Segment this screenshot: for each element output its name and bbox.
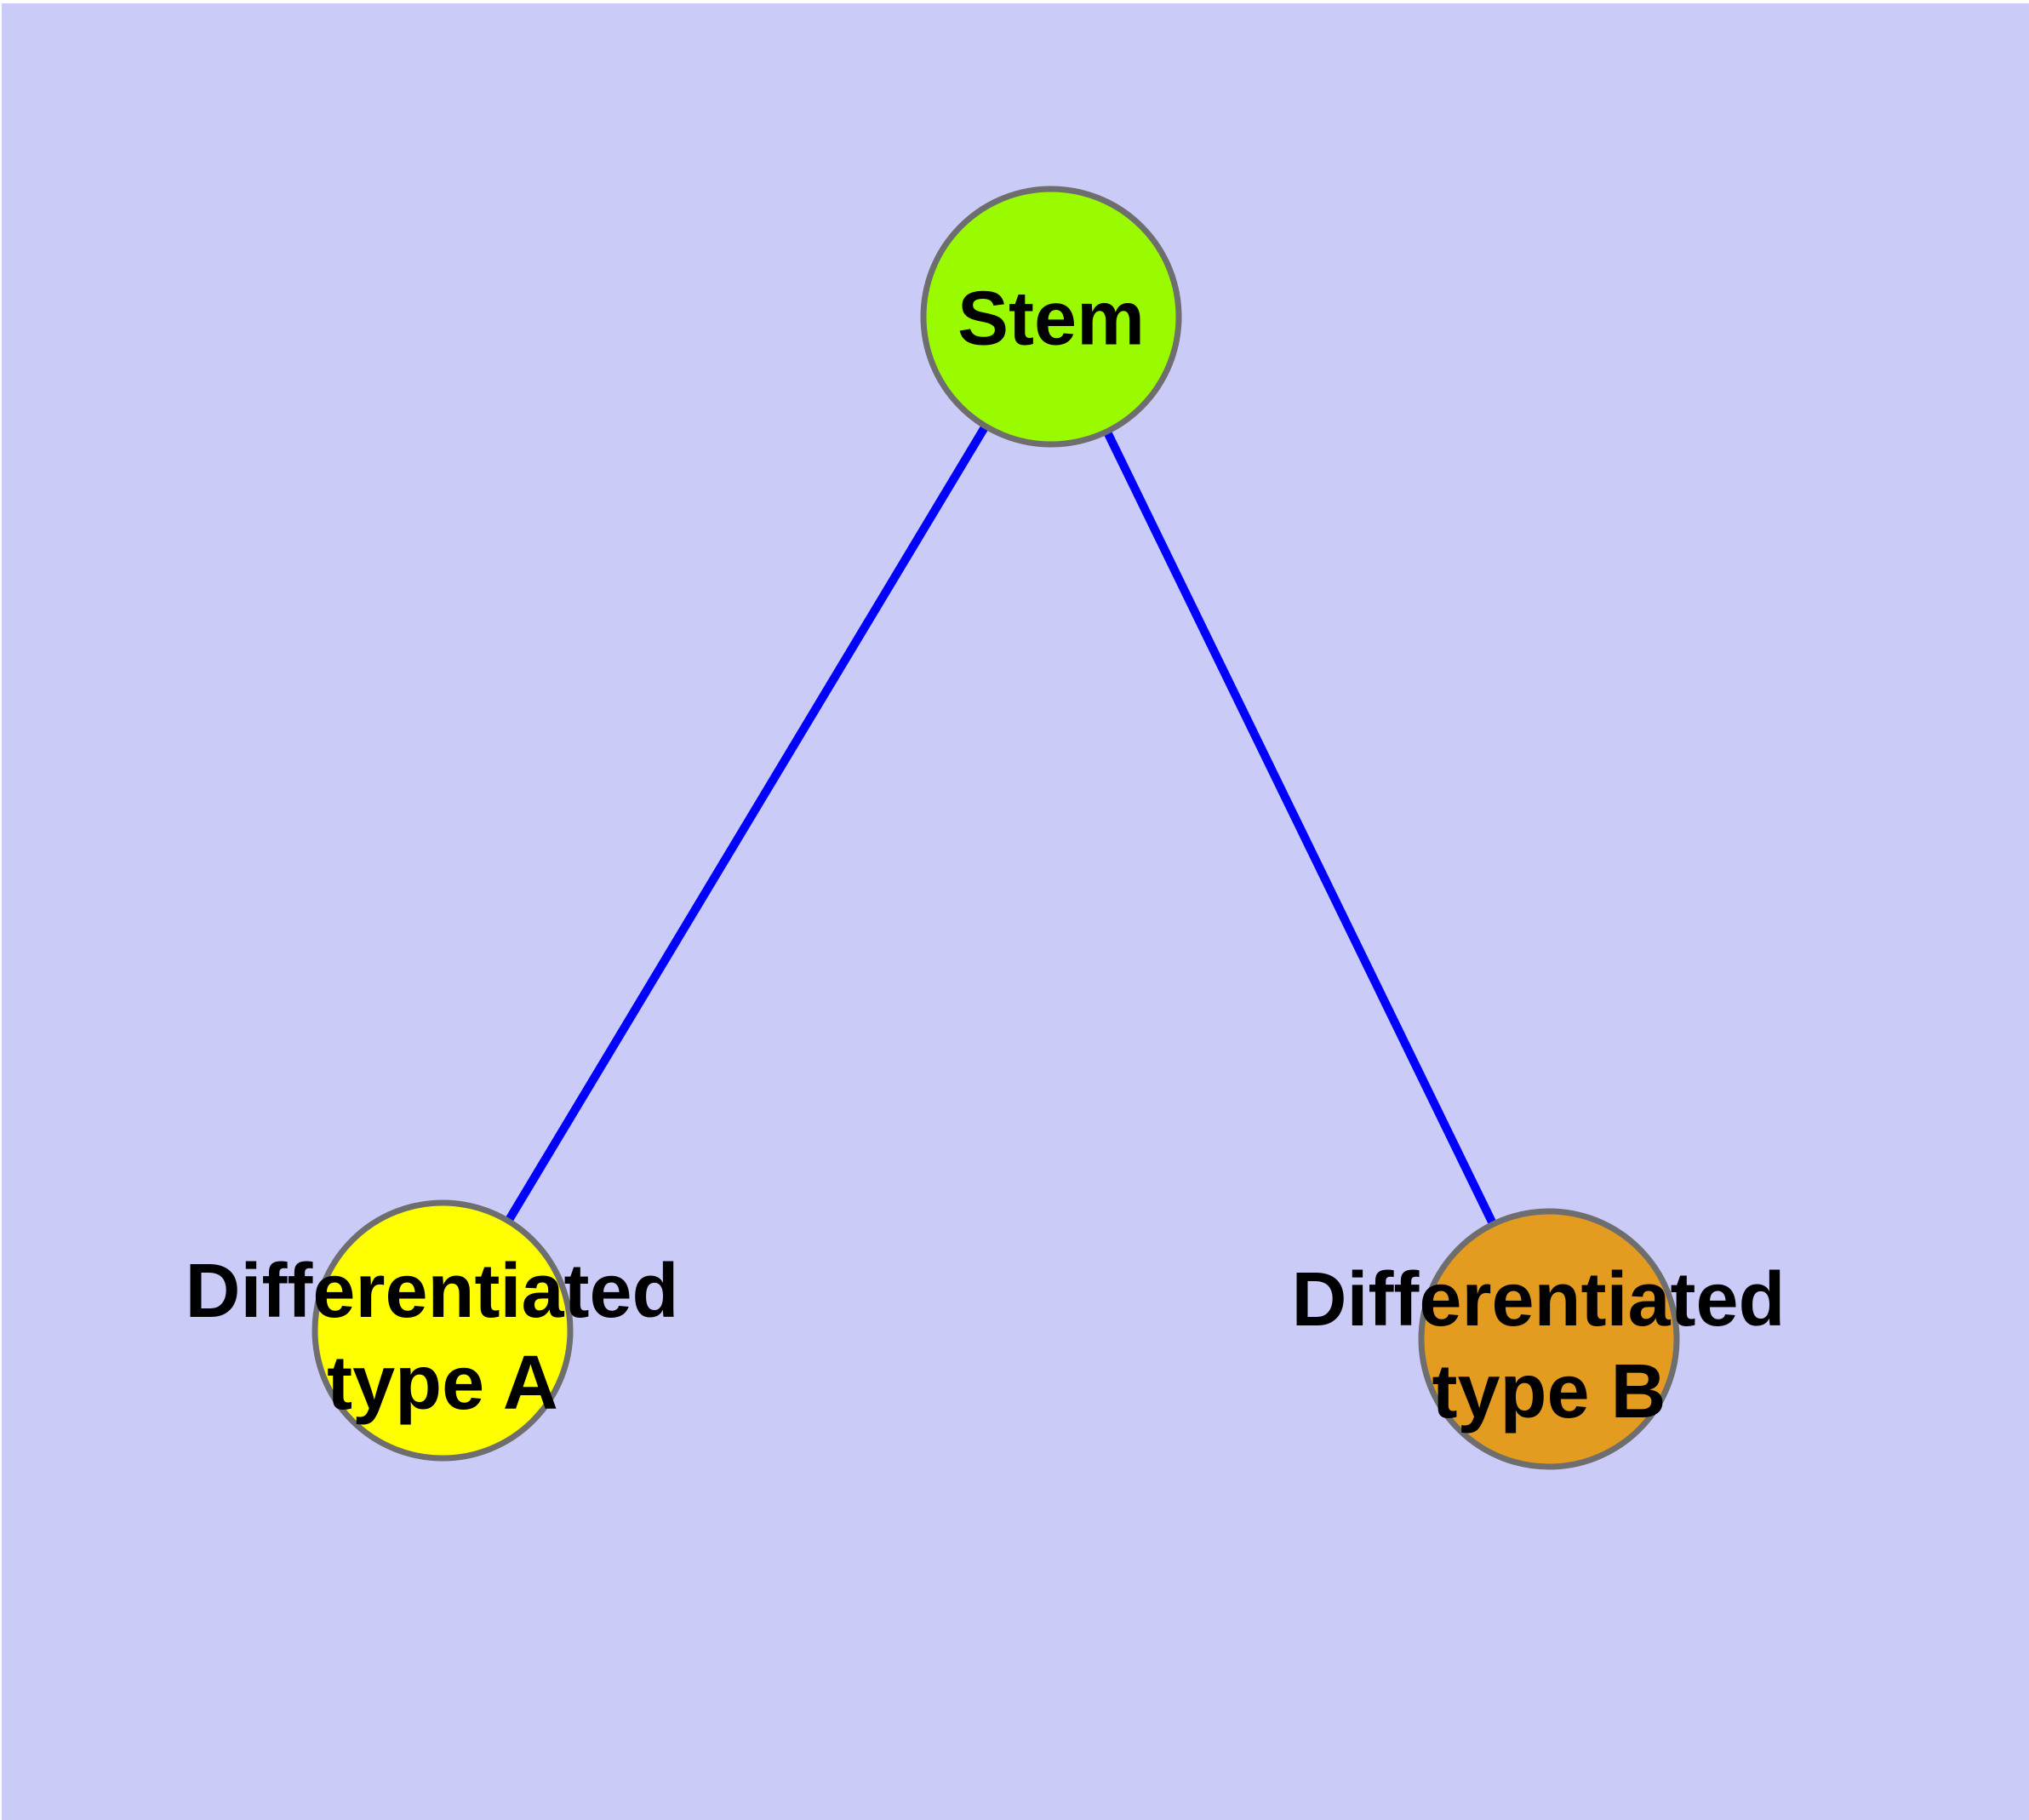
node-stem-label-line-1: Stem bbox=[957, 276, 1145, 361]
edge-stem-to-type-a bbox=[438, 314, 1055, 1333]
node-type-b-circle bbox=[1418, 1208, 1680, 1470]
node-type-b-label: Differentiated type B bbox=[1291, 1257, 1806, 1434]
node-type-a-label: Differentiated type A bbox=[185, 1249, 700, 1426]
node-stem-circle bbox=[920, 186, 1182, 448]
node-type-a-label-line-2: type A bbox=[327, 1341, 558, 1426]
node-type-b-label-line-2: type B bbox=[1432, 1349, 1666, 1434]
node-type-a-circle bbox=[311, 1199, 574, 1462]
edge-stem-to-type-b bbox=[1047, 314, 1553, 1342]
node-type-b-label-line-1: Differentiated bbox=[1291, 1257, 1785, 1342]
node-stem-label: Stem bbox=[957, 276, 1145, 361]
node-type-a-label-line-1: Differentiated bbox=[185, 1249, 678, 1334]
